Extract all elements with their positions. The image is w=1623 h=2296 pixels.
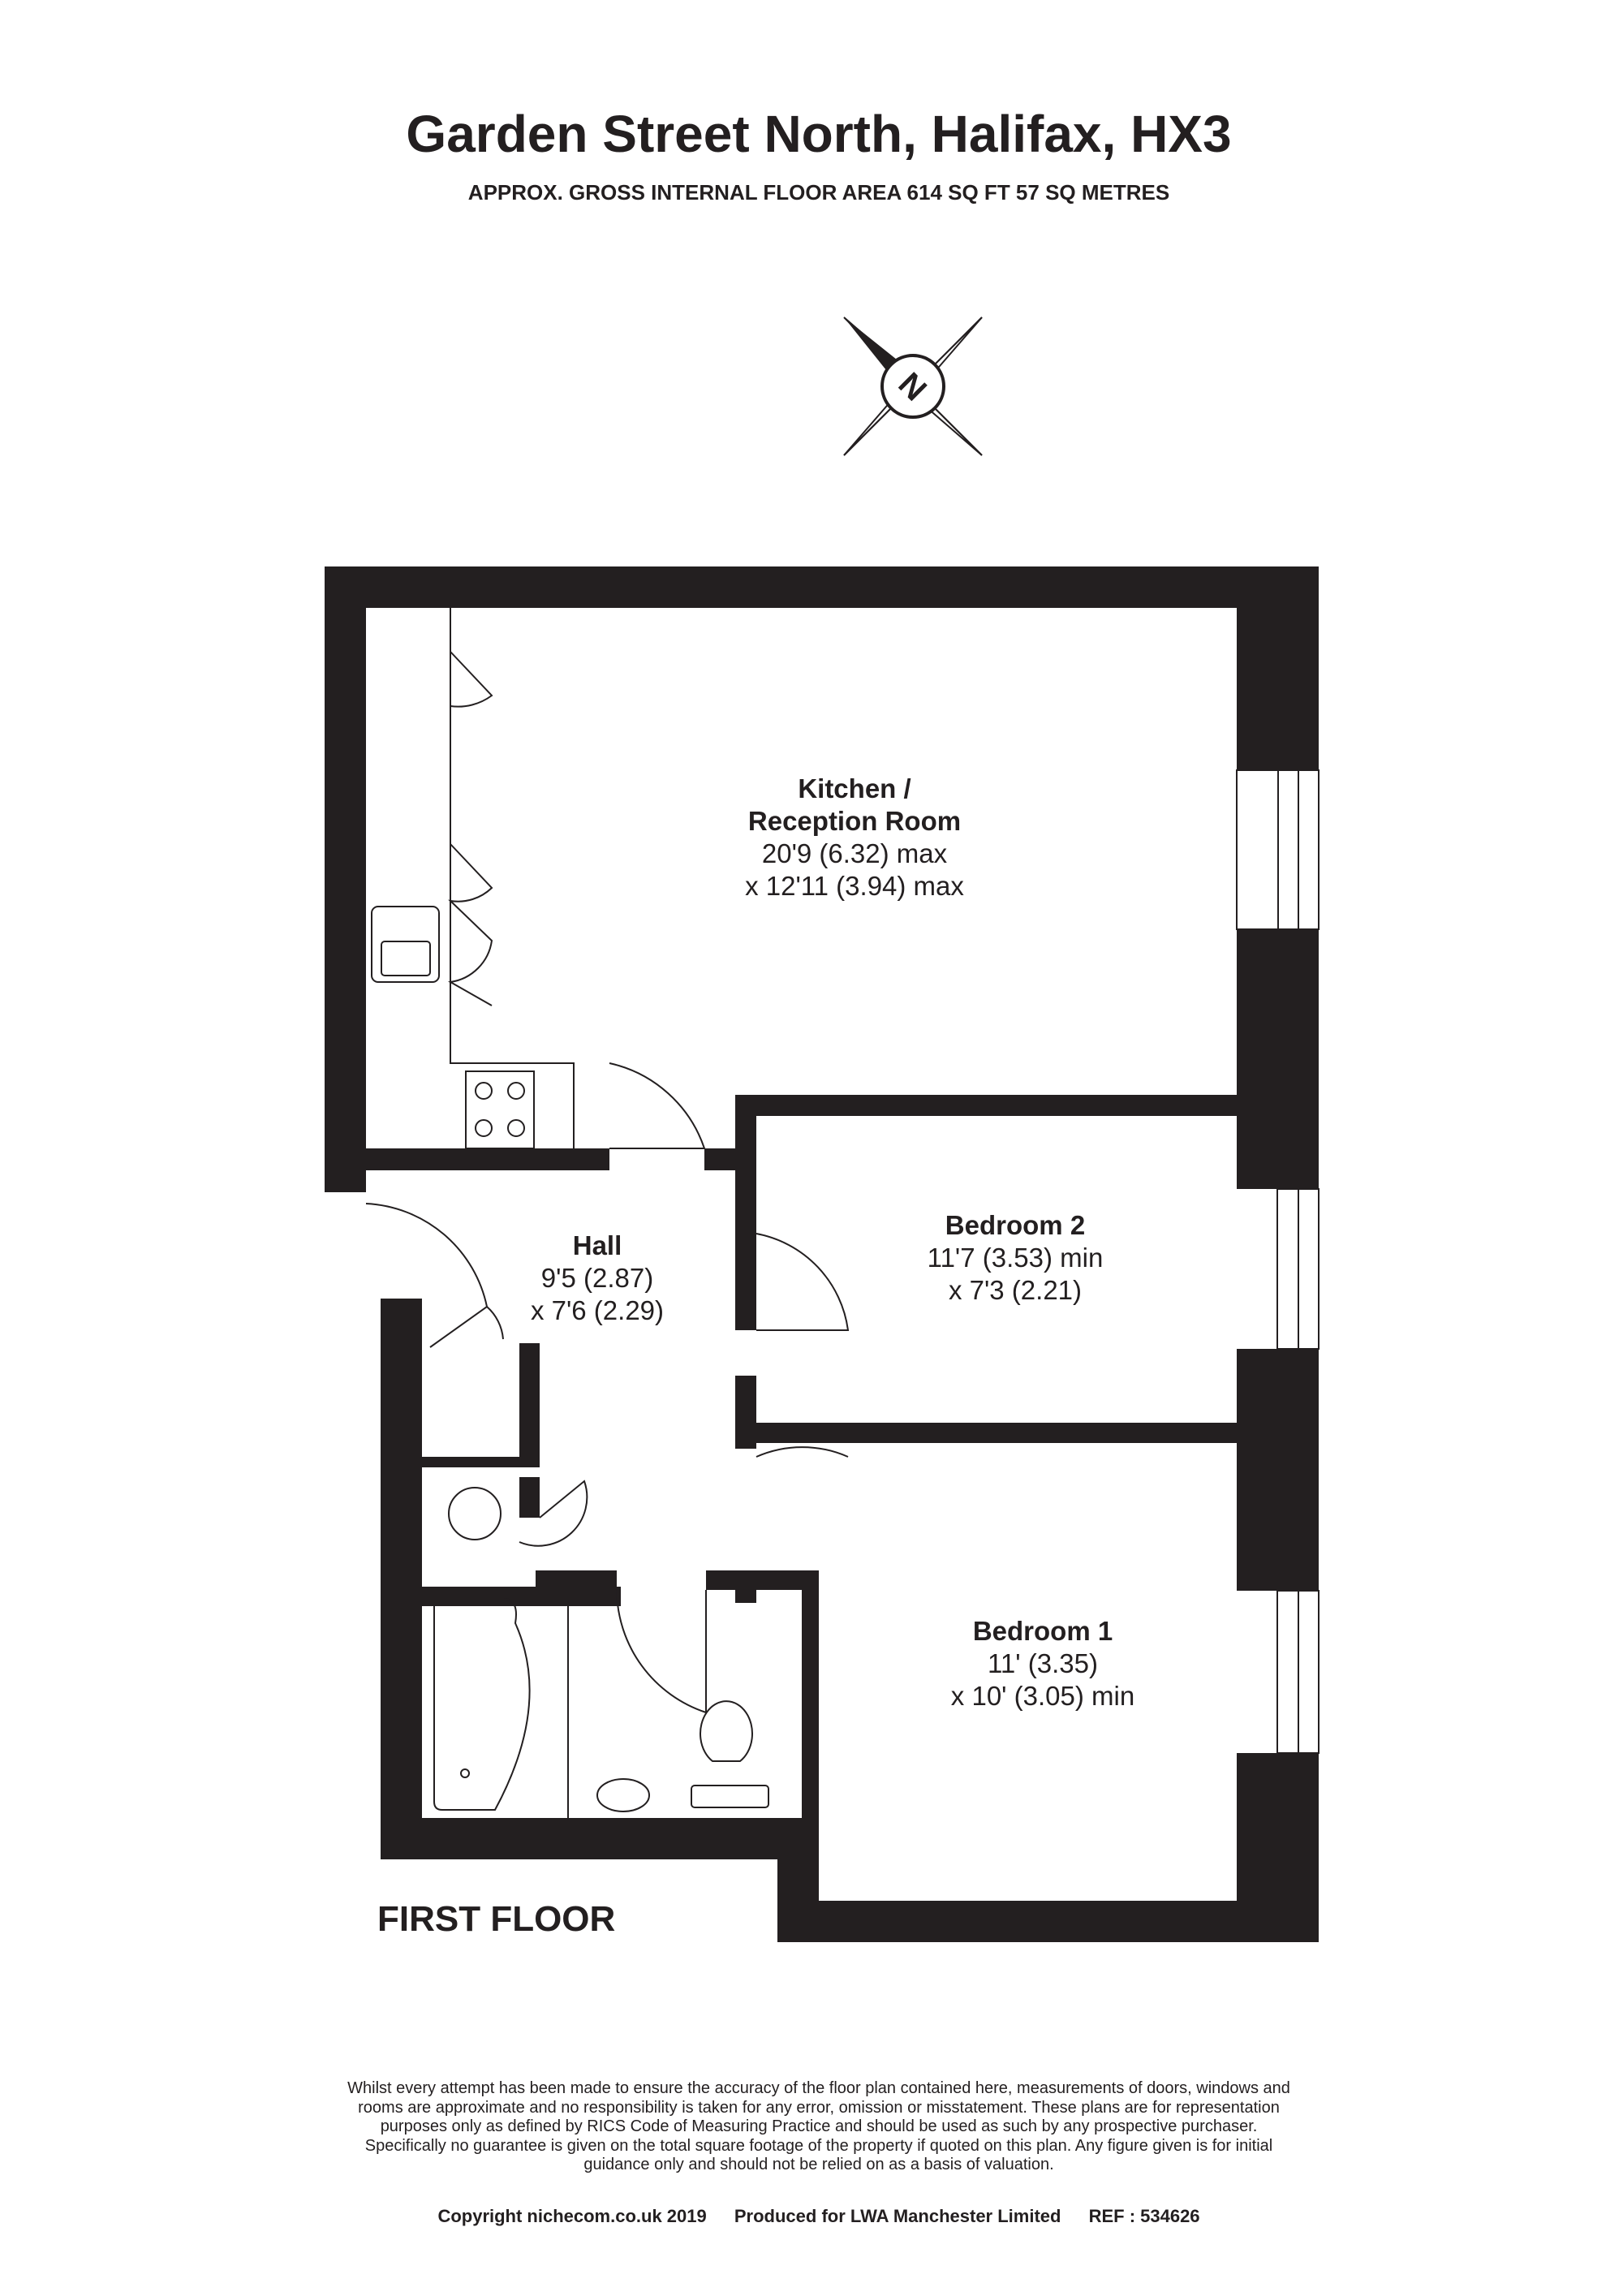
floor-area-subtitle: APPROX. GROSS INTERNAL FLOOR AREA 614 SQ… bbox=[467, 180, 1170, 205]
disclaimer: Whilst every attempt has been made to en… bbox=[243, 2079, 1394, 2175]
north-compass-icon: N bbox=[843, 317, 983, 456]
room-dimension: 11'7 (3.53) min bbox=[927, 1243, 1104, 1273]
room-dimension: 11' (3.35) bbox=[988, 1648, 1098, 1678]
boiler-icon bbox=[448, 1487, 502, 1540]
bath-icon bbox=[433, 1598, 531, 1811]
produced-for-text: Produced for LWA Manchester Limited bbox=[734, 2206, 1061, 2226]
disclaimer-line: rooms are approximate and no responsibil… bbox=[358, 2098, 1280, 2117]
disclaimer-line: Specifically no guarantee is given on th… bbox=[364, 2136, 1273, 2155]
walls bbox=[325, 566, 1319, 1942]
room-dimension: x 12'11 (3.94) max bbox=[745, 871, 964, 901]
sink-icon bbox=[371, 906, 440, 983]
disclaimer-line: guidance only and should not be relied o… bbox=[583, 2156, 1054, 2173]
footer: Copyright nichecom.co.uk 2019 Produced f… bbox=[0, 2206, 1623, 2227]
copyright-text: Copyright nichecom.co.uk 2019 bbox=[437, 2206, 707, 2226]
room-dimension: x 7'6 (2.29) bbox=[530, 1295, 665, 1325]
room-bedroom-1: Bedroom 1 11' (3.35) x 10' (3.05) min bbox=[951, 1615, 1134, 1712]
room-name: Hall bbox=[572, 1230, 622, 1260]
room-dimension: 20'9 (6.32) max bbox=[761, 838, 948, 868]
room-dimension: 9'5 (2.87) bbox=[540, 1263, 654, 1293]
kitchen-units bbox=[365, 608, 850, 1818]
room-dimension: x 10' (3.05) min bbox=[950, 1681, 1135, 1711]
windows bbox=[1236, 769, 1319, 1754]
floor-label: FIRST FLOOR bbox=[377, 1899, 616, 1939]
disclaimer-line: purposes only as defined by RICS Code of… bbox=[380, 2117, 1258, 2135]
room-name: Bedroom 1 bbox=[972, 1616, 1113, 1646]
plan-title: Garden Street North, Halifax, HX3 bbox=[406, 105, 1232, 163]
reference-text: REF : 534626 bbox=[1088, 2206, 1200, 2226]
room-dimension: x 7'3 (2.21) bbox=[948, 1275, 1083, 1305]
disclaimer-line: Whilst every attempt has been made to en… bbox=[347, 2079, 1290, 2097]
room-kitchen-reception: Kitchen / Reception Room 20'9 (6.32) max… bbox=[745, 773, 964, 902]
room-hall: Hall 9'5 (2.87) x 7'6 (2.29) bbox=[531, 1230, 664, 1327]
room-name: Bedroom 2 bbox=[945, 1210, 1086, 1240]
hob-icon bbox=[465, 1070, 535, 1149]
toilet-icon bbox=[700, 1700, 753, 1762]
room-name-line2: Reception Room bbox=[747, 806, 962, 836]
room-name: Kitchen / bbox=[798, 773, 911, 803]
basin-icon bbox=[596, 1778, 650, 1812]
room-bedroom-2: Bedroom 2 11'7 (3.53) min x 7'3 (2.21) bbox=[928, 1209, 1104, 1307]
